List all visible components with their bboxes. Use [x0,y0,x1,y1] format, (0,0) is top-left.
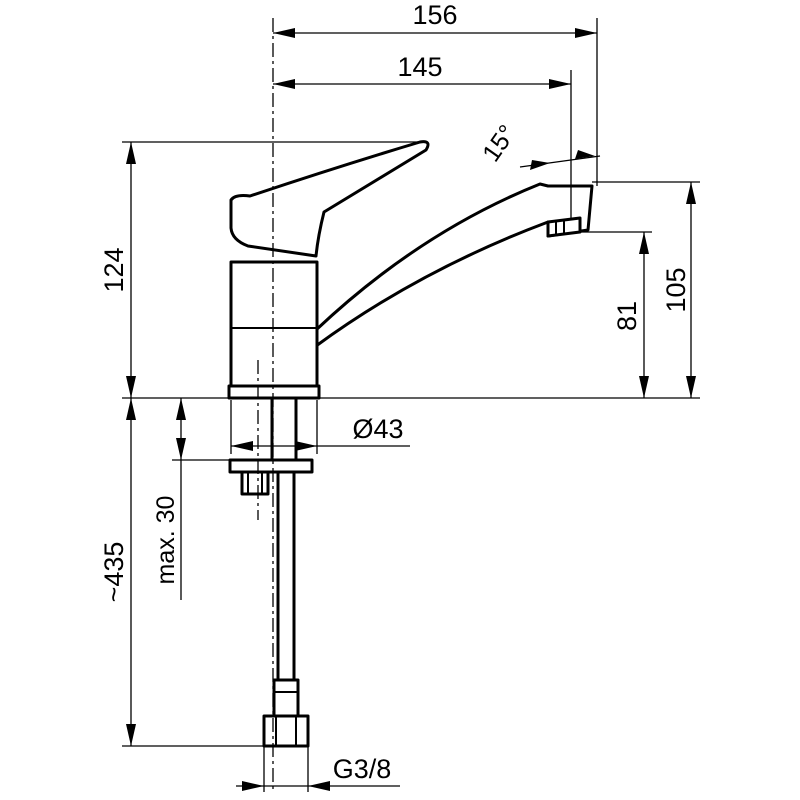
dim-base-diameter: Ø43 [352,414,403,444]
supply-hose [276,470,296,682]
dimension-lines [126,28,696,791]
fixing-nut [240,470,270,496]
dim-overall-width: 156 [412,0,457,30]
dim-connection-thread: G3/8 [333,754,392,784]
dim-spout-angle: 15° [477,120,522,167]
base-ring [227,384,321,400]
faucet-body [227,140,594,400]
extension-lines [122,18,700,792]
fixing-plate [228,458,314,474]
dim-spout-reach: 145 [397,52,442,82]
lever-handle [229,140,430,258]
dim-spout-height: 105 [661,267,691,312]
mounting-hardware [228,396,314,748]
faucet-spout [314,182,594,348]
faucet-column [229,260,319,388]
dim-outlet-height: 81 [612,301,642,331]
dim-hose-length: ~435 [99,542,129,603]
dim-max-deck-thickness: max. 30 [152,496,180,585]
connection-nut [262,714,310,748]
dim-total-height: 124 [99,247,129,292]
